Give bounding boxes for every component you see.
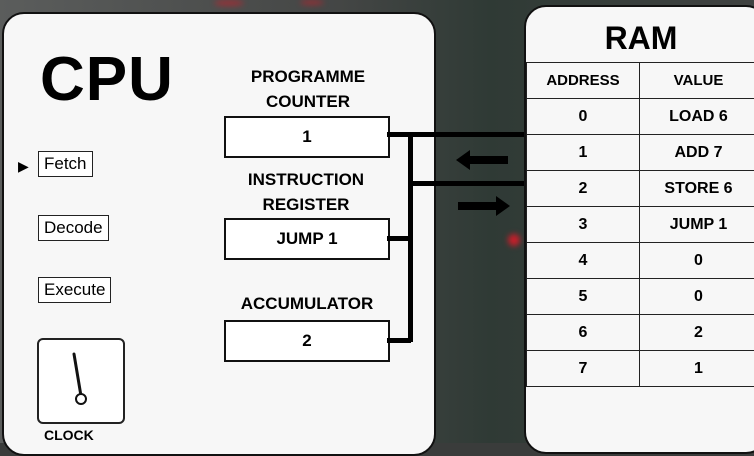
arrow-right-icon [458,196,510,216]
ram-address: 0 [527,99,640,135]
cpu-title: CPU [40,44,174,115]
red-led-glow [508,234,520,246]
accumulator-label: ACCUMULATOR [222,291,392,316]
program-counter-label-line1: PROGRAMME [228,64,388,89]
instruction-register-value: JUMP 1 [224,218,390,260]
clock [37,338,125,424]
clock-hand-icon [39,340,123,422]
ram-title: RAM [526,20,754,57]
bus-pc-link [387,132,527,137]
program-counter-label-line2: COUNTER [228,89,388,114]
instruction-register-label-line1: INSTRUCTION [224,167,388,192]
ram-header-address: ADDRESS [527,63,640,99]
ram-header-row: ADDRESS VALUE [527,63,754,99]
ram-address: 2 [527,171,640,207]
ram-value: 2 [640,315,754,351]
ram-address: 4 [527,243,640,279]
ram-address: 6 [527,315,640,351]
program-counter-value: 1 [224,116,390,158]
stage-fetch[interactable]: Fetch [38,151,93,177]
ram-value: 1 [640,351,754,387]
bus-acc-link [387,338,411,343]
ram-address: 7 [527,351,640,387]
instruction-register-label-line2: REGISTER [224,192,388,217]
accumulator-value: 2 [224,320,390,362]
ram-address: 3 [527,207,640,243]
red-led-glow [300,0,324,5]
stage-decode[interactable]: Decode [38,215,109,241]
ram-header-value: VALUE [640,63,754,99]
stage-execute[interactable]: Execute [38,277,111,303]
ram-value: STORE 6 [640,171,754,207]
ram-value: ADD 7 [640,135,754,171]
ram-address: 5 [527,279,640,315]
instruction-register-label: INSTRUCTION REGISTER [224,167,388,217]
arrow-left-icon [456,150,508,170]
clock-label: CLOCK [44,427,94,443]
bus-ir-link [387,236,411,241]
ram-value: LOAD 6 [640,99,754,135]
ram-value: 0 [640,279,754,315]
bus-data-line [410,181,527,186]
ram-value: JUMP 1 [640,207,754,243]
program-counter-label: PROGRAMME COUNTER [228,64,388,114]
ram-value: 0 [640,243,754,279]
red-led-glow [214,0,244,6]
current-stage-arrow-icon: ▶ [18,158,29,175]
ram-address: 1 [527,135,640,171]
